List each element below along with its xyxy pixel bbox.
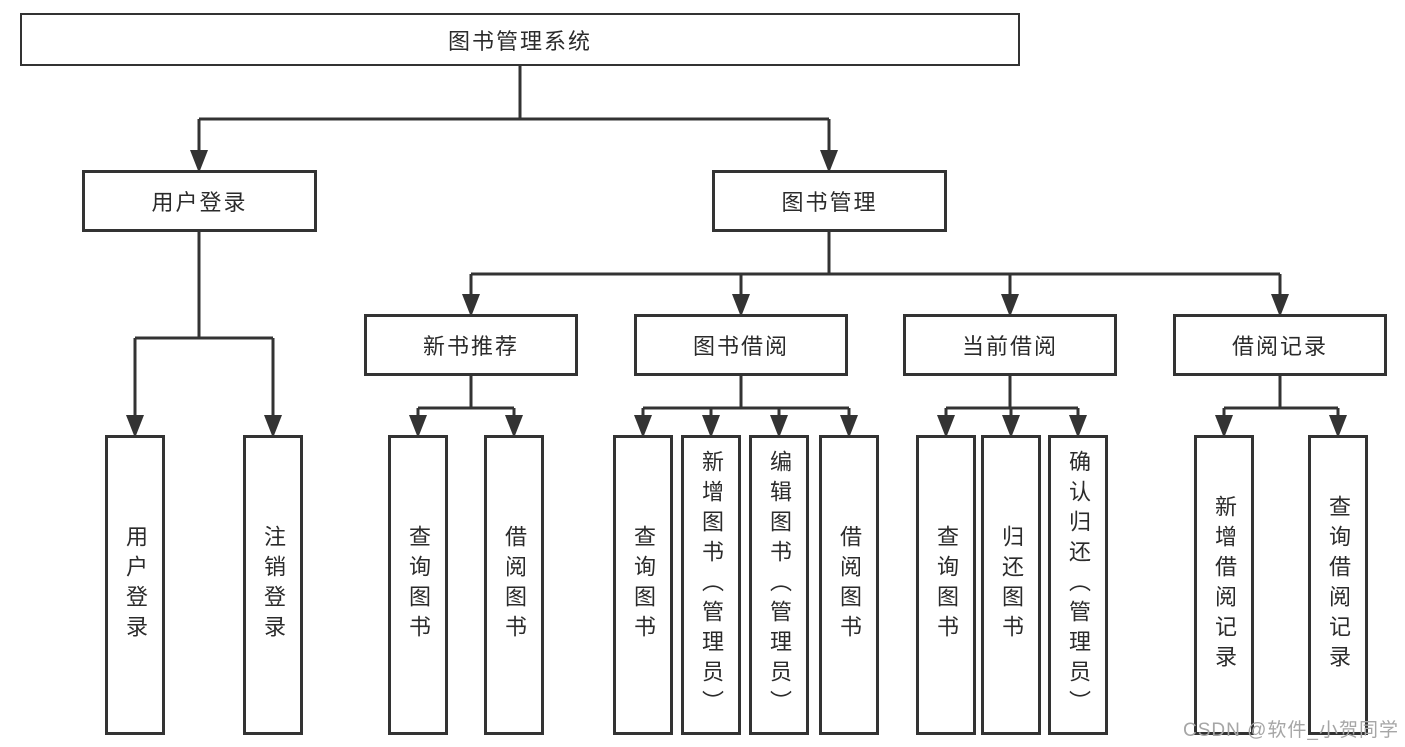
node-br-add-record: 新增借阅记录 — [1194, 435, 1254, 735]
node-bb-add-books-admin: 新增图书（管理员） — [681, 435, 741, 735]
node-br-query-record: 查询借阅记录 — [1308, 435, 1368, 735]
node-user-login: 用户登录 — [82, 170, 317, 232]
node-rec-borrow-books: 借阅图书 — [484, 435, 544, 735]
node-user-login-leaf: 用户登录 — [105, 435, 165, 735]
node-cb-confirm-return-admin: 确认归还（管理员） — [1048, 435, 1108, 735]
connector-br-to-leaves — [1222, 376, 1340, 418]
node-bb-query-books: 查询图书 — [613, 435, 673, 735]
node-logout: 注销登录 — [243, 435, 303, 735]
csdn-watermark: CSDN @软件_小贺同学 — [1183, 720, 1399, 741]
connector-login-to-leaves — [133, 232, 275, 418]
node-cb-query-books: 查询图书 — [916, 435, 976, 735]
node-book-borrowing: 图书借阅 — [634, 314, 848, 376]
connector-mgmt-to-level2 — [469, 232, 1282, 297]
node-bb-edit-books-admin: 编辑图书（管理员） — [749, 435, 809, 735]
connector-bb-to-leaves — [641, 376, 851, 418]
node-cb-return-books: 归还图书 — [981, 435, 1041, 735]
connector-rec-to-leaves — [416, 376, 516, 418]
node-rec-query-books: 查询图书 — [388, 435, 448, 735]
node-new-book-recommend: 新书推荐 — [364, 314, 578, 376]
node-book-management-system: 图书管理系统 — [20, 13, 1020, 66]
node-borrowing-records: 借阅记录 — [1173, 314, 1387, 376]
node-book-management: 图书管理 — [712, 170, 947, 232]
connector-root-to-level1 — [197, 66, 831, 153]
node-current-borrowing: 当前借阅 — [903, 314, 1117, 376]
connector-cb-to-leaves — [944, 376, 1080, 418]
node-bb-borrow-books: 借阅图书 — [819, 435, 879, 735]
